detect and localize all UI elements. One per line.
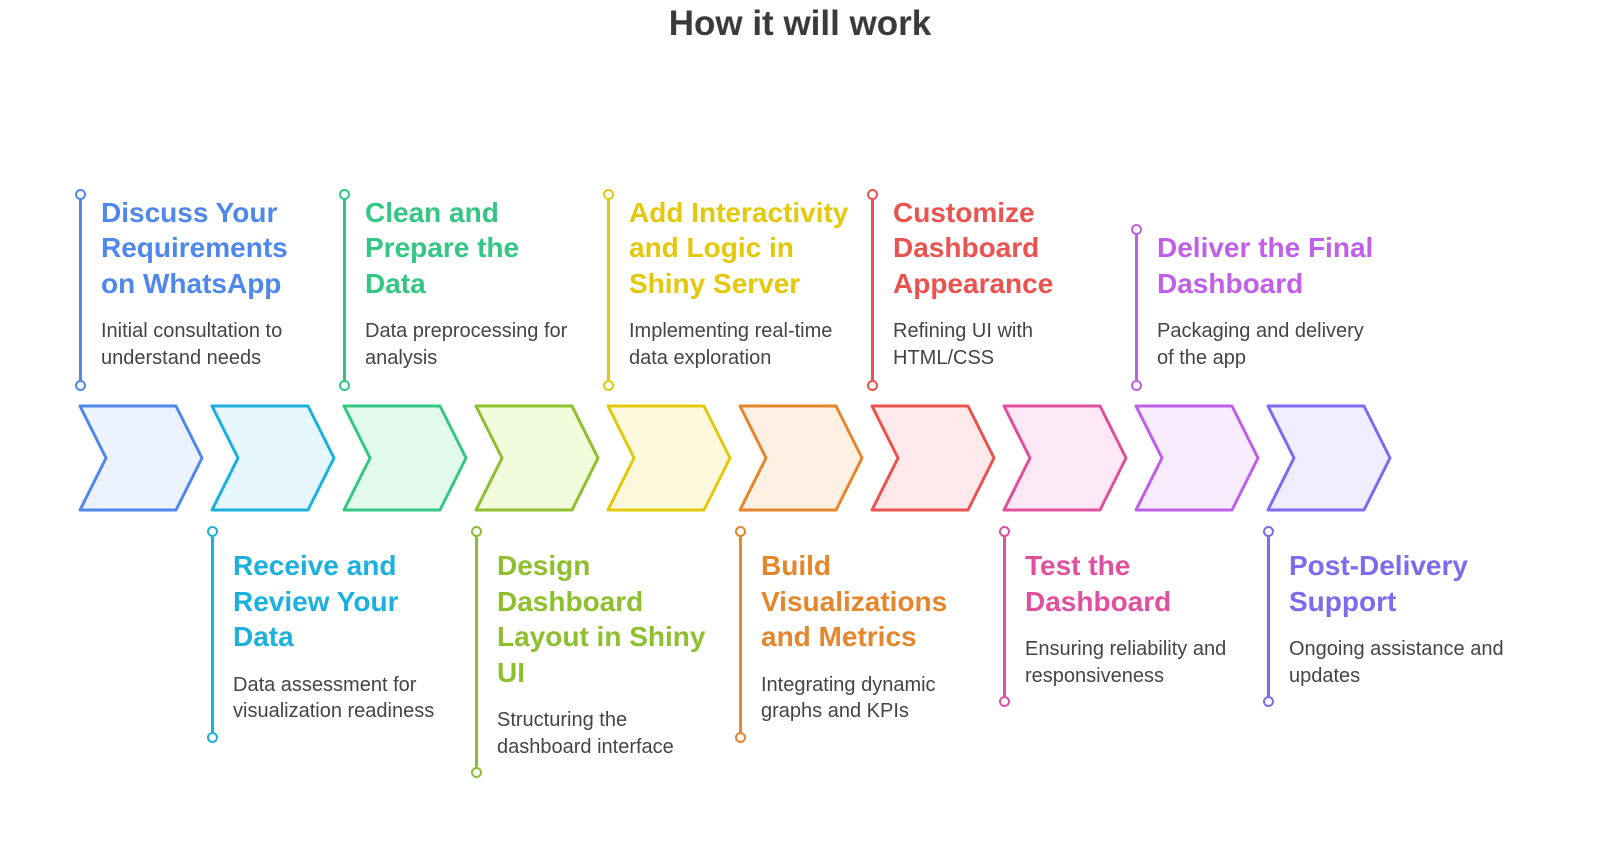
step-chevron xyxy=(1266,404,1392,512)
connector-dot xyxy=(339,188,350,200)
connector-dot xyxy=(999,526,1010,537)
connector-dot xyxy=(867,188,878,200)
step-description: Data preprocessing for analysis xyxy=(365,320,568,369)
connector-dot xyxy=(1263,696,1274,707)
connector-line xyxy=(1003,534,1006,703)
connector-dot xyxy=(1131,380,1142,391)
step-title: Customize Dashboard Appearance xyxy=(893,196,1054,299)
diagram-title: How it will work xyxy=(668,4,932,43)
step-description: Ensuring reliability and responsiveness xyxy=(1025,638,1227,687)
connector-dot xyxy=(471,526,482,537)
connector-dot xyxy=(471,767,482,778)
step-description: Refining UI with HTML/CSS xyxy=(893,320,1034,369)
step-title: Deliver the Final Dashboard xyxy=(1157,232,1374,299)
step-title: Receive and Review Your Data xyxy=(233,550,399,652)
step-title: Clean and Prepare the Data xyxy=(365,196,520,299)
step-title: Discuss Your Requirements on WhatsApp xyxy=(101,196,288,299)
connector-line xyxy=(79,196,82,387)
step-title: Test the Dashboard xyxy=(1025,550,1172,617)
connector-line xyxy=(1135,232,1138,387)
connector-line xyxy=(475,534,478,774)
step-description: Structuring the dashboard interface xyxy=(497,709,674,758)
connector-dot xyxy=(735,731,746,743)
step-description: Integrating dynamic graphs and KPIs xyxy=(761,673,936,723)
step-title: Post-Delivery Support xyxy=(1289,550,1468,617)
step-chevron xyxy=(1134,404,1260,512)
connector-dot xyxy=(207,731,218,743)
connector-dot xyxy=(1263,526,1274,537)
connector-line xyxy=(1267,534,1270,703)
connector-line xyxy=(343,196,346,387)
connector-dot xyxy=(1131,224,1142,235)
connector-dot xyxy=(867,380,878,391)
step-chevron xyxy=(342,404,468,512)
step-title: Design Dashboard Layout in Shiny UI xyxy=(497,550,706,688)
step-chevron xyxy=(78,404,204,512)
connector-line xyxy=(211,534,214,739)
connector-dot xyxy=(75,188,86,200)
step-description: Ongoing assistance and updates xyxy=(1289,638,1504,687)
step-chevron xyxy=(1002,404,1128,512)
step-description: Implementing real-time data exploration xyxy=(629,320,833,369)
connector-line xyxy=(739,534,742,739)
connector-dot xyxy=(339,380,350,391)
connector-dot xyxy=(999,696,1010,707)
connector-line xyxy=(607,196,610,387)
connector-dot xyxy=(75,380,86,391)
step-chevron xyxy=(474,404,600,512)
step-description: Packaging and delivery of the app xyxy=(1157,320,1364,369)
step-chevron xyxy=(210,404,336,512)
connector-dot xyxy=(603,188,614,200)
connector-dot xyxy=(207,526,218,537)
step-chevron xyxy=(870,404,996,512)
step-description: Initial consultation to understand needs xyxy=(101,320,283,369)
connector-dot xyxy=(603,380,614,391)
step-item: Add Interactivity and Logic in Shiny Ser… xyxy=(603,188,849,391)
step-chevron xyxy=(738,404,864,512)
step-title: Add Interactivity and Logic in Shiny Ser… xyxy=(629,196,849,299)
step-chevron xyxy=(606,404,732,512)
connector-dot xyxy=(735,526,746,537)
step-title: Build Visualizations and Metrics xyxy=(761,550,948,652)
connector-line xyxy=(871,196,874,387)
step-description: Data assessment for visualization readin… xyxy=(233,673,435,723)
step-item: Design Dashboard Layout in Shiny UI Struc… xyxy=(471,526,717,778)
